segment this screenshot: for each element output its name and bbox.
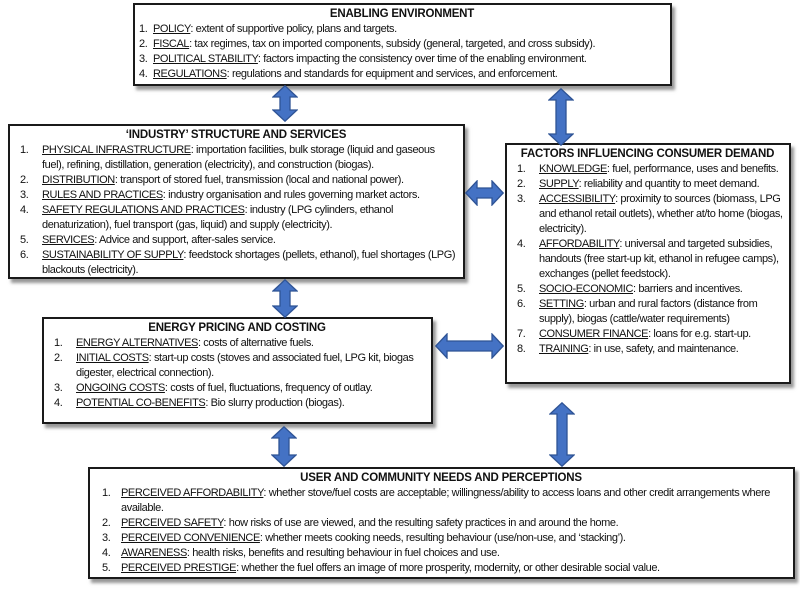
box-list: 1.POLICY: extent of supportive policy, p… — [139, 22, 665, 82]
box-list: 1.ENERGY ALTERNATIVES: costs of alternat… — [48, 336, 426, 411]
list-item: 1.PHYSICAL INFRASTRUCTURE: importation f… — [20, 144, 435, 171]
list-item: 1.KNOWLEDGE: fuel, performance, uses and… — [517, 163, 779, 175]
list-item: 5.SERVICES: Advice and support, after-sa… — [20, 234, 276, 246]
list-item: 1.POLICY: extent of supportive policy, p… — [139, 23, 397, 35]
list-item: 6.SETTING: urban and rural factors (dist… — [517, 298, 758, 325]
list-item: 3.ACCESSIBILITY: proximity to sources (b… — [517, 193, 783, 235]
list-item: 4.REGULATIONS: regulations and standards… — [139, 68, 558, 80]
box-title: FACTORS INFLUENCING CONSUMER DEMAND — [520, 148, 775, 160]
arrow-industry-pricing — [272, 279, 298, 318]
list-item: 2.FISCAL: tax regimes, tax on imported c… — [139, 38, 596, 50]
list-item: 8.TRAINING: in use, safety, and maintena… — [517, 343, 739, 355]
box-industry-structure-services: ‘INDUSTRY’ STRUCTURE AND SERVICES 1.PHYS… — [8, 124, 465, 279]
arrow-factors-user — [549, 402, 575, 467]
arrow-pricing-user — [271, 426, 297, 467]
box-list: 1.PHYSICAL INFRASTRUCTURE: importation f… — [14, 143, 458, 278]
box-list: 1.KNOWLEDGE: fuel, performance, uses and… — [511, 162, 784, 357]
double-arrow-vertical-icon — [272, 279, 298, 318]
list-item: 6.SUSTAINABILITY OF SUPPLY: feedstock sh… — [20, 249, 456, 276]
box-title: ENABLING ENVIRONMENT — [329, 8, 475, 20]
double-arrow-horizontal-icon — [465, 180, 504, 206]
double-arrow-vertical-icon — [271, 426, 297, 467]
list-item: 2.INITIAL COSTS: start-up costs (stoves … — [54, 352, 414, 379]
list-item: 2.SUPPLY: reliability and quantity to me… — [517, 178, 760, 190]
list-item: 3.ONGOING COSTS: costs of fuel, fluctuat… — [54, 382, 373, 394]
box-factors-consumer-demand: FACTORS INFLUENCING CONSUMER DEMAND 1.KN… — [505, 143, 791, 384]
list-item: 1.PERCEIVED AFFORDABILITY: whether stove… — [102, 487, 770, 514]
box-list: 1.PERCEIVED AFFORDABILITY: whether stove… — [94, 486, 788, 576]
list-item: 5.SOCIO-ECONOMIC: barriers and incentive… — [517, 283, 743, 295]
arrow-pricing-factors — [435, 333, 504, 359]
box-title: ENERGY PRICING AND COSTING — [148, 322, 326, 334]
list-item: 1.ENERGY ALTERNATIVES: costs of alternat… — [54, 337, 314, 349]
arrow-enabling-industry — [272, 85, 298, 122]
double-arrow-horizontal-icon — [435, 333, 504, 359]
list-item: 2.PERCEIVED SAFETY: how risks of use are… — [102, 517, 619, 529]
box-enabling-environment: ENABLING ENVIRONMENT 1.POLICY: extent of… — [133, 3, 672, 86]
double-arrow-vertical-icon — [548, 88, 574, 146]
list-item: 3.RULES AND PRACTICES: industry organisa… — [20, 189, 420, 201]
list-item: 2.DISTRIBUTION: transport of stored fuel… — [20, 174, 404, 186]
list-item: 3.POLITICAL STABILITY: factors impacting… — [139, 53, 587, 65]
list-item: 4.SAFETY REGULATIONS AND PRACTICES: indu… — [20, 204, 393, 231]
box-title: USER AND COMMUNITY NEEDS AND PERCEPTIONS — [300, 472, 582, 484]
list-item: 4.AWARENESS: health risks, benefits and … — [102, 547, 500, 559]
double-arrow-vertical-icon — [272, 85, 298, 122]
box-energy-pricing-costing: ENERGY PRICING AND COSTING 1.ENERGY ALTE… — [42, 317, 433, 424]
list-item: 7.CONSUMER FINANCE: loans for e.g. start… — [517, 328, 751, 340]
list-item: 4.POTENTIAL CO-BENEFITS: Bio slurry prod… — [54, 397, 345, 409]
list-item: 3.PERCEIVED CONVENIENCE: whether meets c… — [102, 532, 626, 544]
double-arrow-vertical-icon — [549, 402, 575, 467]
list-item: 5.PERCEIVED PRESTIGE: whether the fuel o… — [102, 562, 660, 574]
arrow-industry-factors — [465, 180, 504, 206]
box-title: ‘INDUSTRY’ STRUCTURE AND SERVICES — [125, 129, 347, 141]
arrow-enabling-factors — [548, 88, 574, 146]
list-item: 4.AFFORDABILITY: universal and targeted … — [517, 238, 779, 280]
box-user-community-needs: USER AND COMMUNITY NEEDS AND PERCEPTIONS… — [88, 467, 795, 579]
